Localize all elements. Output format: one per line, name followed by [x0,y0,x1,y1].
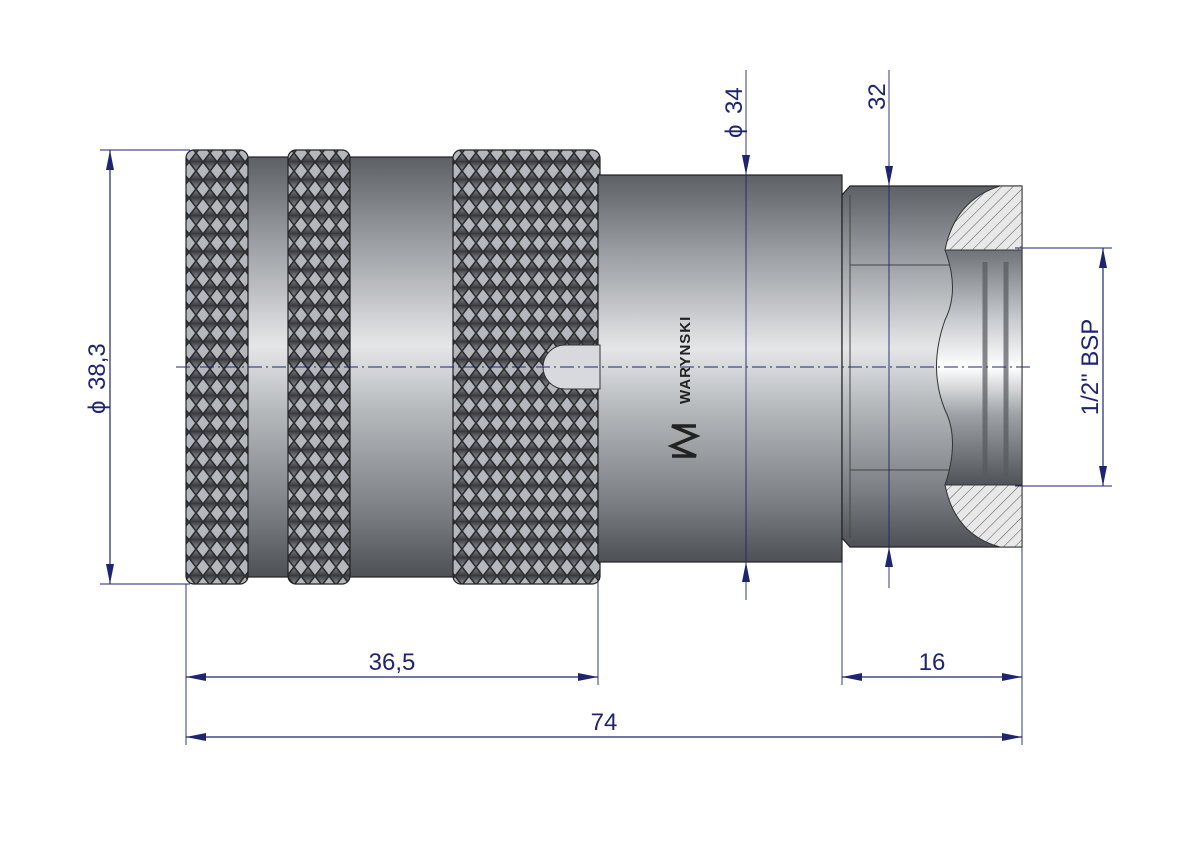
arrow-36-left [186,673,206,681]
brand-logo-text: WARYNSKI [677,316,694,404]
arrow-38-top [106,150,114,170]
dim-thread: 1/2" BSP [1077,319,1104,416]
dim-hex-size: 32 [864,83,891,110]
dim-outer-diameter: 38,3 [84,343,111,390]
arrow-16-right [1002,673,1022,681]
dim-total-length: 74 [591,709,618,736]
dim-sleeve-length: 36,5 [369,649,416,676]
arrow-16-left [842,673,862,681]
dim-body-diameter: 34 [721,87,748,114]
dim-outer-diameter-symbol: ϕ [84,401,111,414]
arrow-74-right [1002,733,1022,741]
coupling-body: WARYNSKI [185,149,1023,585]
arrow-36-right [578,673,598,681]
arrow-32-top [885,166,893,186]
arrow-34-top [742,155,750,175]
dimension-layer: ϕ 38,3 ϕ 34 32 1/2" BSP 36,5 [84,70,1112,745]
dim-thread-length: 16 [919,649,946,676]
arrow-32-bottom [885,547,893,567]
arrow-bsp-top [1099,248,1107,268]
body-cylinder [597,174,843,563]
arrow-38-bottom [106,564,114,584]
arrow-74-left [186,733,206,741]
arrow-bsp-bottom [1099,466,1107,486]
dim-body-diameter-symbol: ϕ [721,125,748,138]
arrow-34-bottom [742,562,750,582]
brand-logo-mark [667,424,701,458]
threaded-bore [936,249,1023,486]
